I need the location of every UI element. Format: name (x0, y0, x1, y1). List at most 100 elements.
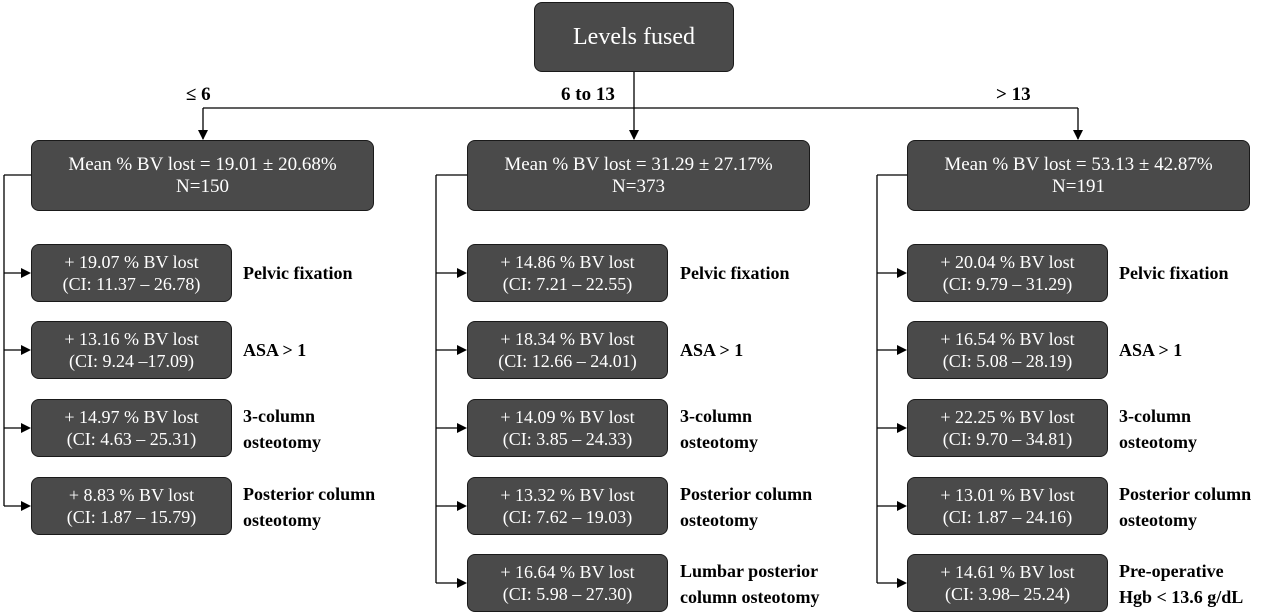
branch-label-gt-13: > 13 (996, 84, 1031, 105)
factor-label: Pelvic fixation (243, 260, 352, 286)
factor-arrow (21, 423, 31, 433)
branch-label-le-6: ≤ 6 (186, 84, 211, 105)
factor-arrow (897, 578, 907, 588)
factor-label-line1: 3-column (680, 406, 752, 426)
root-label: Levels fused (573, 23, 695, 50)
factor-label: 3-column osteotomy (1119, 403, 1197, 455)
factor-label-line1: Pelvic fixation (243, 263, 353, 283)
factor-arrow (897, 268, 907, 278)
factor-ci: (CI: 12.66 – 24.01) (498, 351, 637, 371)
factor-box: + 20.04 % BV lost (CI: 9.79 – 31.29) (907, 244, 1108, 302)
factor-value: + 19.07 % BV lost (64, 252, 199, 272)
factor-value: + 20.04 % BV lost (940, 252, 1075, 272)
factor-value: + 13.32 % BV lost (500, 485, 635, 505)
factor-ci: (CI: 1.87 – 15.79) (66, 507, 197, 527)
factor-box: + 14.97 % BV lost (CI: 4.63 – 25.31) (31, 399, 232, 457)
branch-arrow (629, 130, 639, 140)
root-node-levels-fused: Levels fused (534, 2, 734, 72)
factor-label-line1: Pelvic fixation (1119, 263, 1229, 283)
factor-arrow (897, 345, 907, 355)
factor-value: + 13.16 % BV lost (64, 329, 199, 349)
factor-label: ASA > 1 (680, 337, 743, 363)
factor-label-line2: osteotomy (680, 510, 758, 530)
factor-ci: (CI: 5.08 – 28.19) (942, 351, 1073, 371)
factor-arrow (457, 345, 467, 355)
branch-label-6-to-13: 6 to 13 (561, 84, 615, 105)
branch-arrow (198, 130, 208, 140)
factor-value: + 22.25 % BV lost (940, 407, 1075, 427)
factor-box: + 22.25 % BV lost (CI: 9.70 – 34.81) (907, 399, 1108, 457)
factor-label-line2: osteotomy (243, 510, 321, 530)
summary-box-le-6: Mean % BV lost = 19.01 ± 20.68% N=150 (31, 140, 374, 211)
factor-ci: (CI: 9.24 –17.09) (69, 351, 194, 371)
factor-ci: (CI: 7.21 – 22.55) (502, 274, 633, 294)
factor-label-line2: osteotomy (1119, 510, 1197, 530)
factor-label: 3-column osteotomy (680, 403, 758, 455)
factor-ci: (CI: 7.62 – 19.03) (502, 507, 633, 527)
summary-n: N=150 (176, 175, 229, 197)
summary-n: N=373 (612, 175, 665, 197)
factor-label-line2: osteotomy (680, 432, 758, 452)
factor-label-line2: osteotomy (243, 432, 321, 452)
factor-label-line1: ASA > 1 (680, 340, 744, 360)
factor-value: + 8.83 % BV lost (68, 485, 195, 505)
factor-label-line2: Hgb < 13.6 g/dL (1119, 587, 1244, 607)
factor-box: + 18.34 % BV lost (CI: 12.66 – 24.01) (467, 321, 668, 379)
factor-ci: (CI: 11.37 – 26.78) (62, 274, 201, 294)
factor-value: + 16.64 % BV lost (500, 562, 635, 582)
factor-label-line1: 3-column (1119, 406, 1191, 426)
factor-label-line2: osteotomy (1119, 432, 1197, 452)
factor-label-line1: ASA > 1 (1119, 340, 1183, 360)
factor-label: Posterior column osteotomy (1119, 481, 1251, 533)
factor-label-line1: ASA > 1 (243, 340, 307, 360)
branch-arrow (1073, 130, 1083, 140)
factor-label: ASA > 1 (1119, 337, 1182, 363)
factor-label: 3-column osteotomy (243, 403, 321, 455)
summary-mean: Mean % BV lost = 53.13 ± 42.87% (944, 153, 1213, 175)
factor-box: + 13.01 % BV lost (CI: 1.87 – 24.16) (907, 477, 1108, 535)
factor-value: + 14.86 % BV lost (500, 252, 635, 272)
factor-box: + 19.07 % BV lost (CI: 11.37 – 26.78) (31, 244, 232, 302)
factor-label: Posterior column osteotomy (680, 481, 812, 533)
factor-box: + 14.86 % BV lost (CI: 7.21 – 22.55) (467, 244, 668, 302)
factor-box: + 14.09 % BV lost (CI: 3.85 – 24.33) (467, 399, 668, 457)
factor-value: + 14.09 % BV lost (500, 407, 635, 427)
factor-ci: (CI: 3.85 – 24.33) (502, 429, 633, 449)
factor-ci: (CI: 4.63 – 25.31) (66, 429, 197, 449)
factor-label: Pelvic fixation (1119, 260, 1228, 286)
summary-n: N=191 (1052, 175, 1105, 197)
factor-ci: (CI: 9.79 – 31.29) (942, 274, 1073, 294)
factor-box: + 13.32 % BV lost (CI: 7.62 – 19.03) (467, 477, 668, 535)
factor-box: + 16.64 % BV lost (CI: 5.98 – 27.30) (467, 554, 668, 612)
factor-label-line1: 3-column (243, 406, 315, 426)
factor-value: + 16.54 % BV lost (940, 329, 1075, 349)
factor-label-line1: Pelvic fixation (680, 263, 790, 283)
factor-arrow (457, 268, 467, 278)
factor-label: Posterior column osteotomy (243, 481, 375, 533)
factor-label-line1: Posterior column (243, 484, 376, 504)
factor-label-line1: Pre-operative (1119, 561, 1224, 581)
factor-label: ASA > 1 (243, 337, 306, 363)
factor-value: + 14.61 % BV lost (940, 562, 1075, 582)
factor-arrow (457, 578, 467, 588)
factor-label-line2: column osteotomy (680, 587, 820, 607)
factor-ci: (CI: 3.98– 25.24) (945, 584, 1070, 604)
factor-arrow (21, 268, 31, 278)
summary-mean: Mean % BV lost = 31.29 ± 27.17% (504, 153, 773, 175)
factor-arrow (457, 423, 467, 433)
factor-arrow (897, 501, 907, 511)
factor-label-line1: Lumbar posterior (680, 561, 819, 581)
factor-ci: (CI: 9.70 – 34.81) (942, 429, 1073, 449)
summary-box-gt-13: Mean % BV lost = 53.13 ± 42.87% N=191 (907, 140, 1250, 211)
factor-value: + 13.01 % BV lost (940, 485, 1075, 505)
factor-arrow (21, 345, 31, 355)
summary-box-6-to-13: Mean % BV lost = 31.29 ± 27.17% N=373 (467, 140, 810, 211)
factor-label-line1: Posterior column (1119, 484, 1252, 504)
factor-value: + 14.97 % BV lost (64, 407, 199, 427)
factor-value: + 18.34 % BV lost (500, 329, 635, 349)
factor-box: + 13.16 % BV lost (CI: 9.24 –17.09) (31, 321, 232, 379)
summary-mean: Mean % BV lost = 19.01 ± 20.68% (68, 153, 337, 175)
factor-ci: (CI: 5.98 – 27.30) (502, 584, 633, 604)
factor-label: Pre-operative Hgb < 13.6 g/dL (1119, 558, 1243, 610)
